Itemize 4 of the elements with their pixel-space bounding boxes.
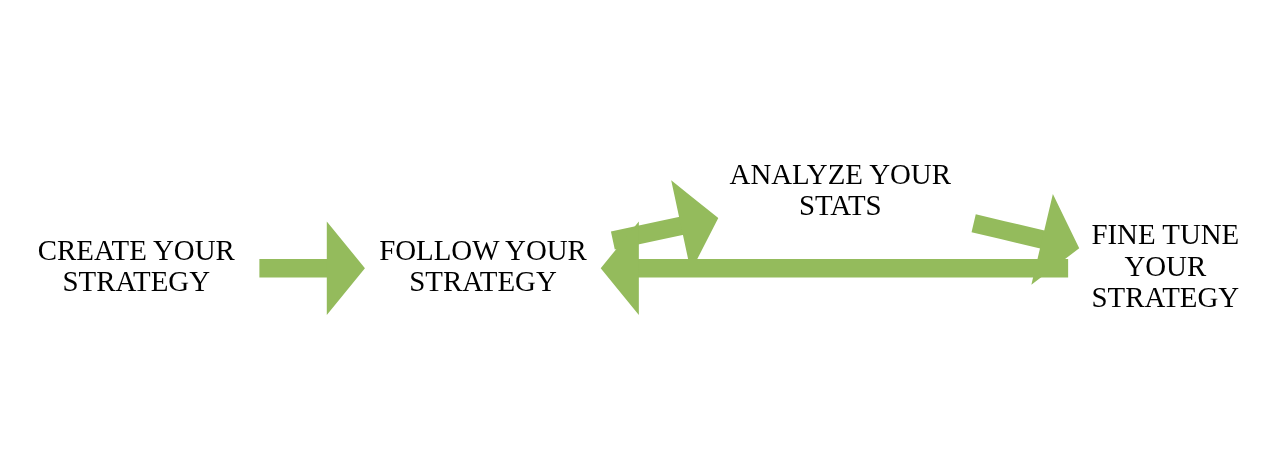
node-text: FOLLOW YOUR STRATEGY: [379, 233, 587, 298]
node-text: FINE TUNE YOUR STRATEGY: [1091, 218, 1240, 314]
node-text: CREATE YOUR STRATEGY: [37, 233, 235, 298]
node-text: ANALYZE YOUR STATS: [729, 157, 951, 222]
